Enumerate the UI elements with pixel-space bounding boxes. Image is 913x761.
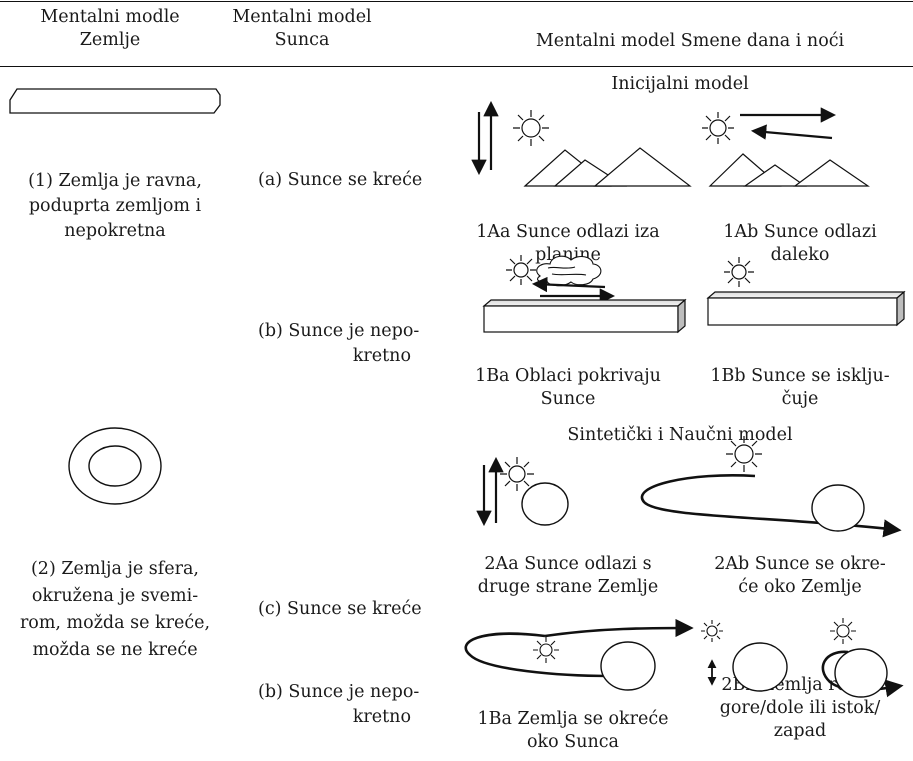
box-ground-icon — [482, 298, 687, 334]
caption-1Bb: 1Bb Sunce se isklju- čuje — [700, 365, 900, 411]
caption-1Ba-line1: 1Ba Oblaci pokrivaju — [475, 366, 661, 386]
sun-model-a: (a) Sunce se kreće — [258, 170, 423, 190]
earth-sphere-line1: (2) Zemlja je sfera, — [30, 559, 199, 579]
sun-model-b2: (b) Sunce je nepo- kretno — [258, 680, 419, 730]
sun-icon — [533, 637, 559, 663]
left-arrow-icon — [750, 124, 833, 140]
caption-1Ba-line2: Sunce — [540, 389, 596, 409]
caption-2Ab-line2: će oko Zemlje — [738, 577, 862, 597]
header-rule-bottom — [0, 66, 913, 67]
cloud-icon — [536, 255, 602, 287]
caption-1Ba: 1Ba Oblaci pokrivaju Sunce — [468, 365, 668, 411]
earth-flat-line1: (1) Zemlja je ravna, — [28, 171, 202, 191]
header-sun-line2: Sunca — [274, 30, 330, 50]
illustration-2Ab — [640, 436, 902, 538]
header-sun-line1: Mentalni model — [232, 7, 372, 27]
header-rule-top — [0, 1, 913, 2]
header-earth-model: Mentalni modle Zemlje — [10, 6, 210, 52]
sun-icon — [726, 436, 762, 472]
sun-icon — [513, 110, 549, 146]
earth-sphere-line4: možda se ne kreće — [32, 640, 198, 660]
caption-2Bb-line2: gore/dole ili istok/ — [719, 698, 881, 718]
caption-2Ab: 2Ab Sunce se okre- će oko Zemlje — [700, 553, 900, 599]
earth-icon — [521, 482, 569, 526]
caption-1Ba-z-line1: 1Ba Zemlja se okreće — [477, 709, 669, 729]
caption-1Ba-z-line2: oko Sunca — [526, 732, 619, 752]
orbit-arrow-icon — [464, 632, 611, 678]
orbit-arrow-icon — [640, 474, 902, 538]
earth-icon — [811, 484, 865, 532]
sun-icon — [506, 255, 536, 285]
earth-sphere-line3: rom, možda se kreće, — [19, 613, 211, 633]
section-synthetic-title: Sintetički i Naučni model — [567, 425, 793, 445]
earth-icon — [834, 648, 888, 698]
caption-2Ab-line1: 2Ab Sunce se okre- — [714, 554, 886, 574]
caption-1Aa-line1: 1Aa Sunce odlazi iza — [476, 222, 660, 242]
mountains-icon — [708, 153, 870, 187]
illustration-2Bb — [701, 618, 904, 698]
sun-b2-line2: kretno — [352, 707, 411, 727]
earth-icon — [732, 642, 788, 692]
caption-1Bb-line1: 1Bb Sunce se isklju- — [710, 366, 890, 386]
caption-1Bb-line2: čuje — [781, 389, 819, 409]
sun-b1-line1: (b) Sunce je nepo- — [258, 321, 420, 341]
earth-sphere-line2: okružena je svemi- — [31, 586, 199, 606]
section-initial-title: Inicijalni model — [611, 74, 749, 94]
header-daynight-model: Mentalni model Smene dana i noći — [535, 31, 845, 51]
sun-model-c: (c) Sunce se kreće — [258, 599, 422, 619]
earth-model-sphere-text: (2) Zemlja je sfera, okružena je svemi- … — [0, 556, 230, 664]
caption-1Ab-line2: daleko — [770, 245, 830, 265]
sun-icon — [702, 112, 734, 144]
earth-model-flat-text: (1) Zemlja je ravna, poduprta zemljom i … — [0, 169, 230, 244]
sphere-earth-icon — [68, 427, 162, 505]
caption-2Bb-line3: zapad — [773, 721, 827, 741]
illustration-2Aa — [476, 456, 569, 527]
sun-b2-line1: (b) Sunce je nepo- — [258, 682, 420, 702]
illustration-1Ba-zemlja — [464, 618, 694, 691]
caption-2Aa: 2Aa Sunce odlazi s druge strane Zemlje — [468, 553, 668, 599]
sun-b1-line2: kretno — [352, 346, 411, 366]
earth-flat-line3: nepokretna — [64, 221, 166, 241]
illustration-1Ab — [702, 107, 870, 187]
sun-icon — [724, 257, 754, 287]
caption-2Aa-line1: 2Aa Sunce odlazi s — [484, 554, 652, 574]
caption-2Aa-line2: druge strane Zemlje — [477, 577, 659, 597]
illustration-1Aa — [471, 100, 692, 187]
earth-icon — [600, 641, 656, 691]
sun-model-b1: (b) Sunce je nepo- kretno — [258, 319, 419, 369]
illustration-1Bb — [706, 257, 906, 327]
earth-flat-line2: poduprta zemljom i — [28, 196, 202, 216]
header-sun-model: Mentalni model Sunca — [222, 6, 382, 52]
left-arrow-icon — [531, 276, 606, 293]
header-earth-line1: Mentalni modle — [40, 7, 180, 27]
header-earth-line2: Zemlje — [79, 30, 141, 50]
sun-icon — [830, 618, 856, 644]
caption-1Ab-line1: 1Ab Sunce odlazi — [723, 222, 877, 242]
caption-1Ab: 1Ab Sunce odlazi daleko — [710, 221, 890, 267]
illustration-1Ba — [482, 255, 687, 334]
sun-icon — [500, 457, 534, 491]
sun-icon — [701, 620, 723, 642]
mountains-icon — [523, 147, 692, 187]
box-ground-icon — [706, 290, 906, 327]
flat-earth-icon — [9, 88, 221, 114]
caption-1Ba-zemlja: 1Ba Zemlja se okreće oko Sunca — [468, 708, 678, 754]
